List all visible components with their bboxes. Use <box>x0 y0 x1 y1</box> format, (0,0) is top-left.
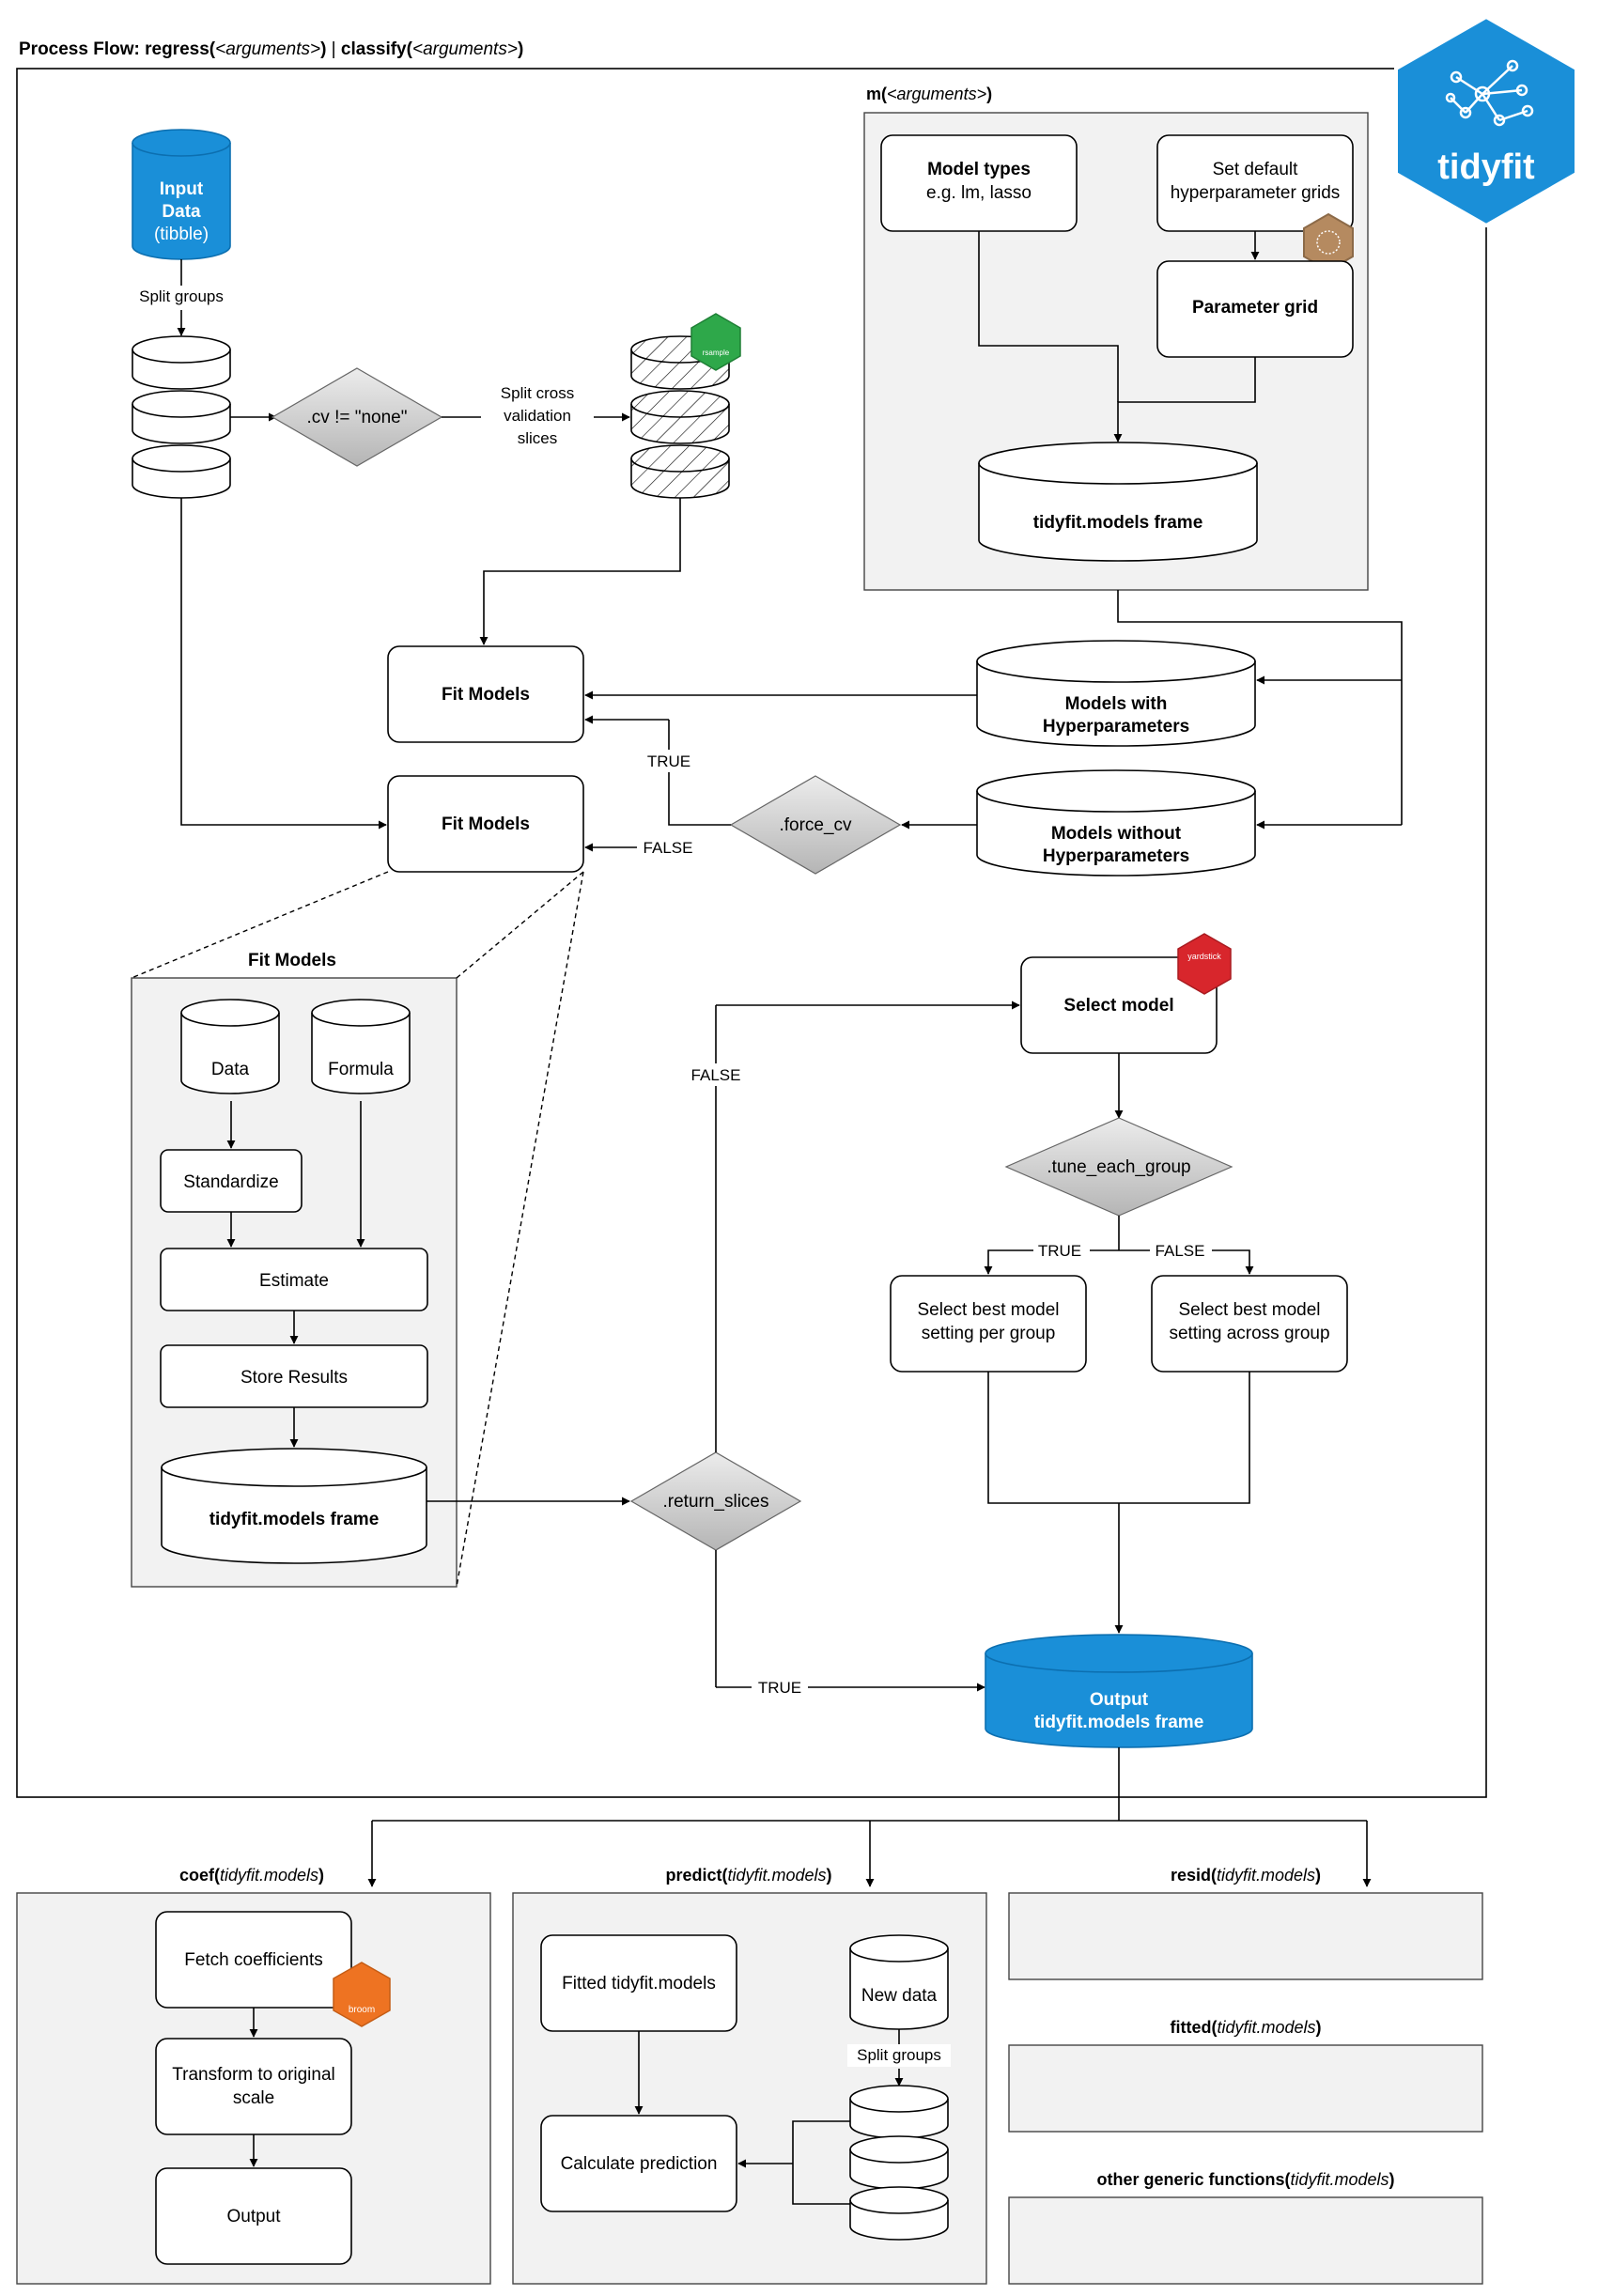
output-line2: tidyfit.models frame <box>1034 1713 1204 1732</box>
tune-true-label: TRUE <box>1038 1242 1081 1260</box>
transform-scale-box <box>155 2038 352 2135</box>
models-with-line2: Hyperparameters <box>1043 717 1189 737</box>
select-model-label: Select model <box>1063 996 1173 1016</box>
best-per-group-line2: setting per group <box>922 1324 1056 1343</box>
grouped-data-stack <box>132 335 231 499</box>
coef-output-label: Output <box>226 2207 281 2226</box>
broom-hex-icon <box>333 1962 391 2027</box>
yardstick-badge-text: yardstick <box>1187 952 1221 961</box>
default-grids-line1: Set default <box>1213 160 1299 179</box>
cv-none-diamond <box>271 367 443 467</box>
parameter-grid-label: Parameter grid <box>1192 298 1318 318</box>
fit-models-label: Fit Models <box>442 814 530 834</box>
tune-false-label: FALSE <box>1156 1242 1205 1260</box>
model-types-title: Model types <box>927 160 1031 179</box>
data-cylinder <box>180 999 280 1094</box>
calculate-prediction-label: Calculate prediction <box>561 2154 718 2174</box>
other-functions-panel <box>1008 2196 1483 2285</box>
calculate-prediction-box <box>540 2115 737 2212</box>
fitted-panel <box>1008 2044 1483 2133</box>
cv-none-label: .cv != "none" <box>307 408 408 427</box>
force-cv-false-label: FALSE <box>644 839 693 857</box>
best-across-group-line2: setting across group <box>1169 1324 1329 1343</box>
logo-text: tidyfit <box>1437 147 1535 187</box>
tune-each-group-label: .tune_each_group <box>1047 1157 1190 1177</box>
best-per-group-line1: Select best model <box>917 1300 1059 1320</box>
fitted-panel-title: fitted(tidyfit.models) <box>1170 2018 1321 2037</box>
best-across-group-line1: Select best model <box>1178 1300 1320 1320</box>
new-data-cylinder <box>849 1934 949 2030</box>
models-with-hyperparams-cylinder <box>976 640 1256 747</box>
main-process-frame <box>16 68 1487 1798</box>
estimate-label: Estimate <box>259 1271 329 1291</box>
output-cylinder <box>985 1634 1253 1748</box>
m-panel-title: m(<arguments>) <box>866 85 992 103</box>
output-line1: Output <box>1090 1690 1149 1710</box>
fit-models-cv-box <box>387 645 584 743</box>
force-cv-true-label: TRUE <box>647 752 690 770</box>
force-cv-diamond <box>729 775 902 875</box>
rsample-hex-icon <box>690 313 741 371</box>
fit-models-frame-label: tidyfit.models frame <box>209 1510 380 1529</box>
new-data-label: New data <box>861 1986 938 2006</box>
models-without-line2: Hyperparameters <box>1043 846 1189 866</box>
return-slices-false-label: FALSE <box>691 1066 741 1084</box>
yardstick-hex-icon <box>1177 933 1232 995</box>
default-grids-line2: hyperparameter grids <box>1171 183 1341 203</box>
resid-panel <box>1008 1892 1483 1980</box>
network-icon <box>1445 59 1534 127</box>
return-slices-true-label: TRUE <box>758 1679 801 1697</box>
split-groups-label: Split groups <box>139 287 224 305</box>
dial-icon <box>1316 230 1341 255</box>
rsample-badge-text: rsample <box>703 349 730 357</box>
fit-models-frame-cylinder <box>161 1448 427 1564</box>
models-without-hyperparams-cylinder <box>976 769 1256 877</box>
input-data-line1: Input <box>160 179 204 199</box>
transform-scale-line1: Transform to original <box>172 2065 335 2085</box>
model-types-sub: e.g. lm, lasso <box>926 183 1032 203</box>
fit-models-cv-label: Fit Models <box>442 685 530 705</box>
tidyfit-logo: tidyfit <box>1394 14 1578 228</box>
formula-label: Formula <box>328 1060 394 1079</box>
return-slices-label: .return_slices <box>663 1492 769 1512</box>
predict-panel-title: predict(tidyfit.models) <box>665 1866 831 1885</box>
input-data-line3: (tibble) <box>154 225 209 244</box>
force-cv-label: .force_cv <box>779 815 852 835</box>
page-title: Process Flow: regress(<arguments>) | cla… <box>19 39 523 59</box>
models-frame-label: tidyfit.models frame <box>1033 513 1203 533</box>
input-data-line2: Data <box>162 202 201 222</box>
models-without-line1: Models without <box>1051 824 1182 844</box>
coef-panel-title: coef(tidyfit.models) <box>179 1866 324 1885</box>
fit-panel-title: Fit Models <box>248 951 336 970</box>
transform-scale-line2: scale <box>233 2088 274 2108</box>
input-data-cylinder <box>132 129 231 260</box>
split-cv-line3: slices <box>518 429 558 447</box>
store-results-label: Store Results <box>240 1368 348 1388</box>
split-cv-line1: Split cross <box>501 384 574 402</box>
resid-panel-title: resid(tidyfit.models) <box>1171 1866 1321 1885</box>
coef-output-box <box>155 2167 352 2265</box>
models-frame-cylinder <box>978 442 1258 562</box>
split-cv-line2: validation <box>504 407 571 425</box>
standardize-label: Standardize <box>183 1172 278 1192</box>
predict-split-groups-label: Split groups <box>857 2046 941 2064</box>
predict-grouped-stack <box>849 2085 949 2241</box>
formula-cylinder <box>311 999 411 1094</box>
models-with-line1: Models with <box>1065 694 1168 714</box>
fitted-models-label: Fitted tidyfit.models <box>562 1974 716 1993</box>
fetch-coefficients-label: Fetch coefficients <box>184 1950 323 1970</box>
other-functions-title: other generic functions(tidyfit.models) <box>1096 2170 1394 2189</box>
data-label: Data <box>211 1060 250 1079</box>
broom-badge-text: broom <box>349 2005 375 2015</box>
fit-models-box <box>387 775 584 873</box>
